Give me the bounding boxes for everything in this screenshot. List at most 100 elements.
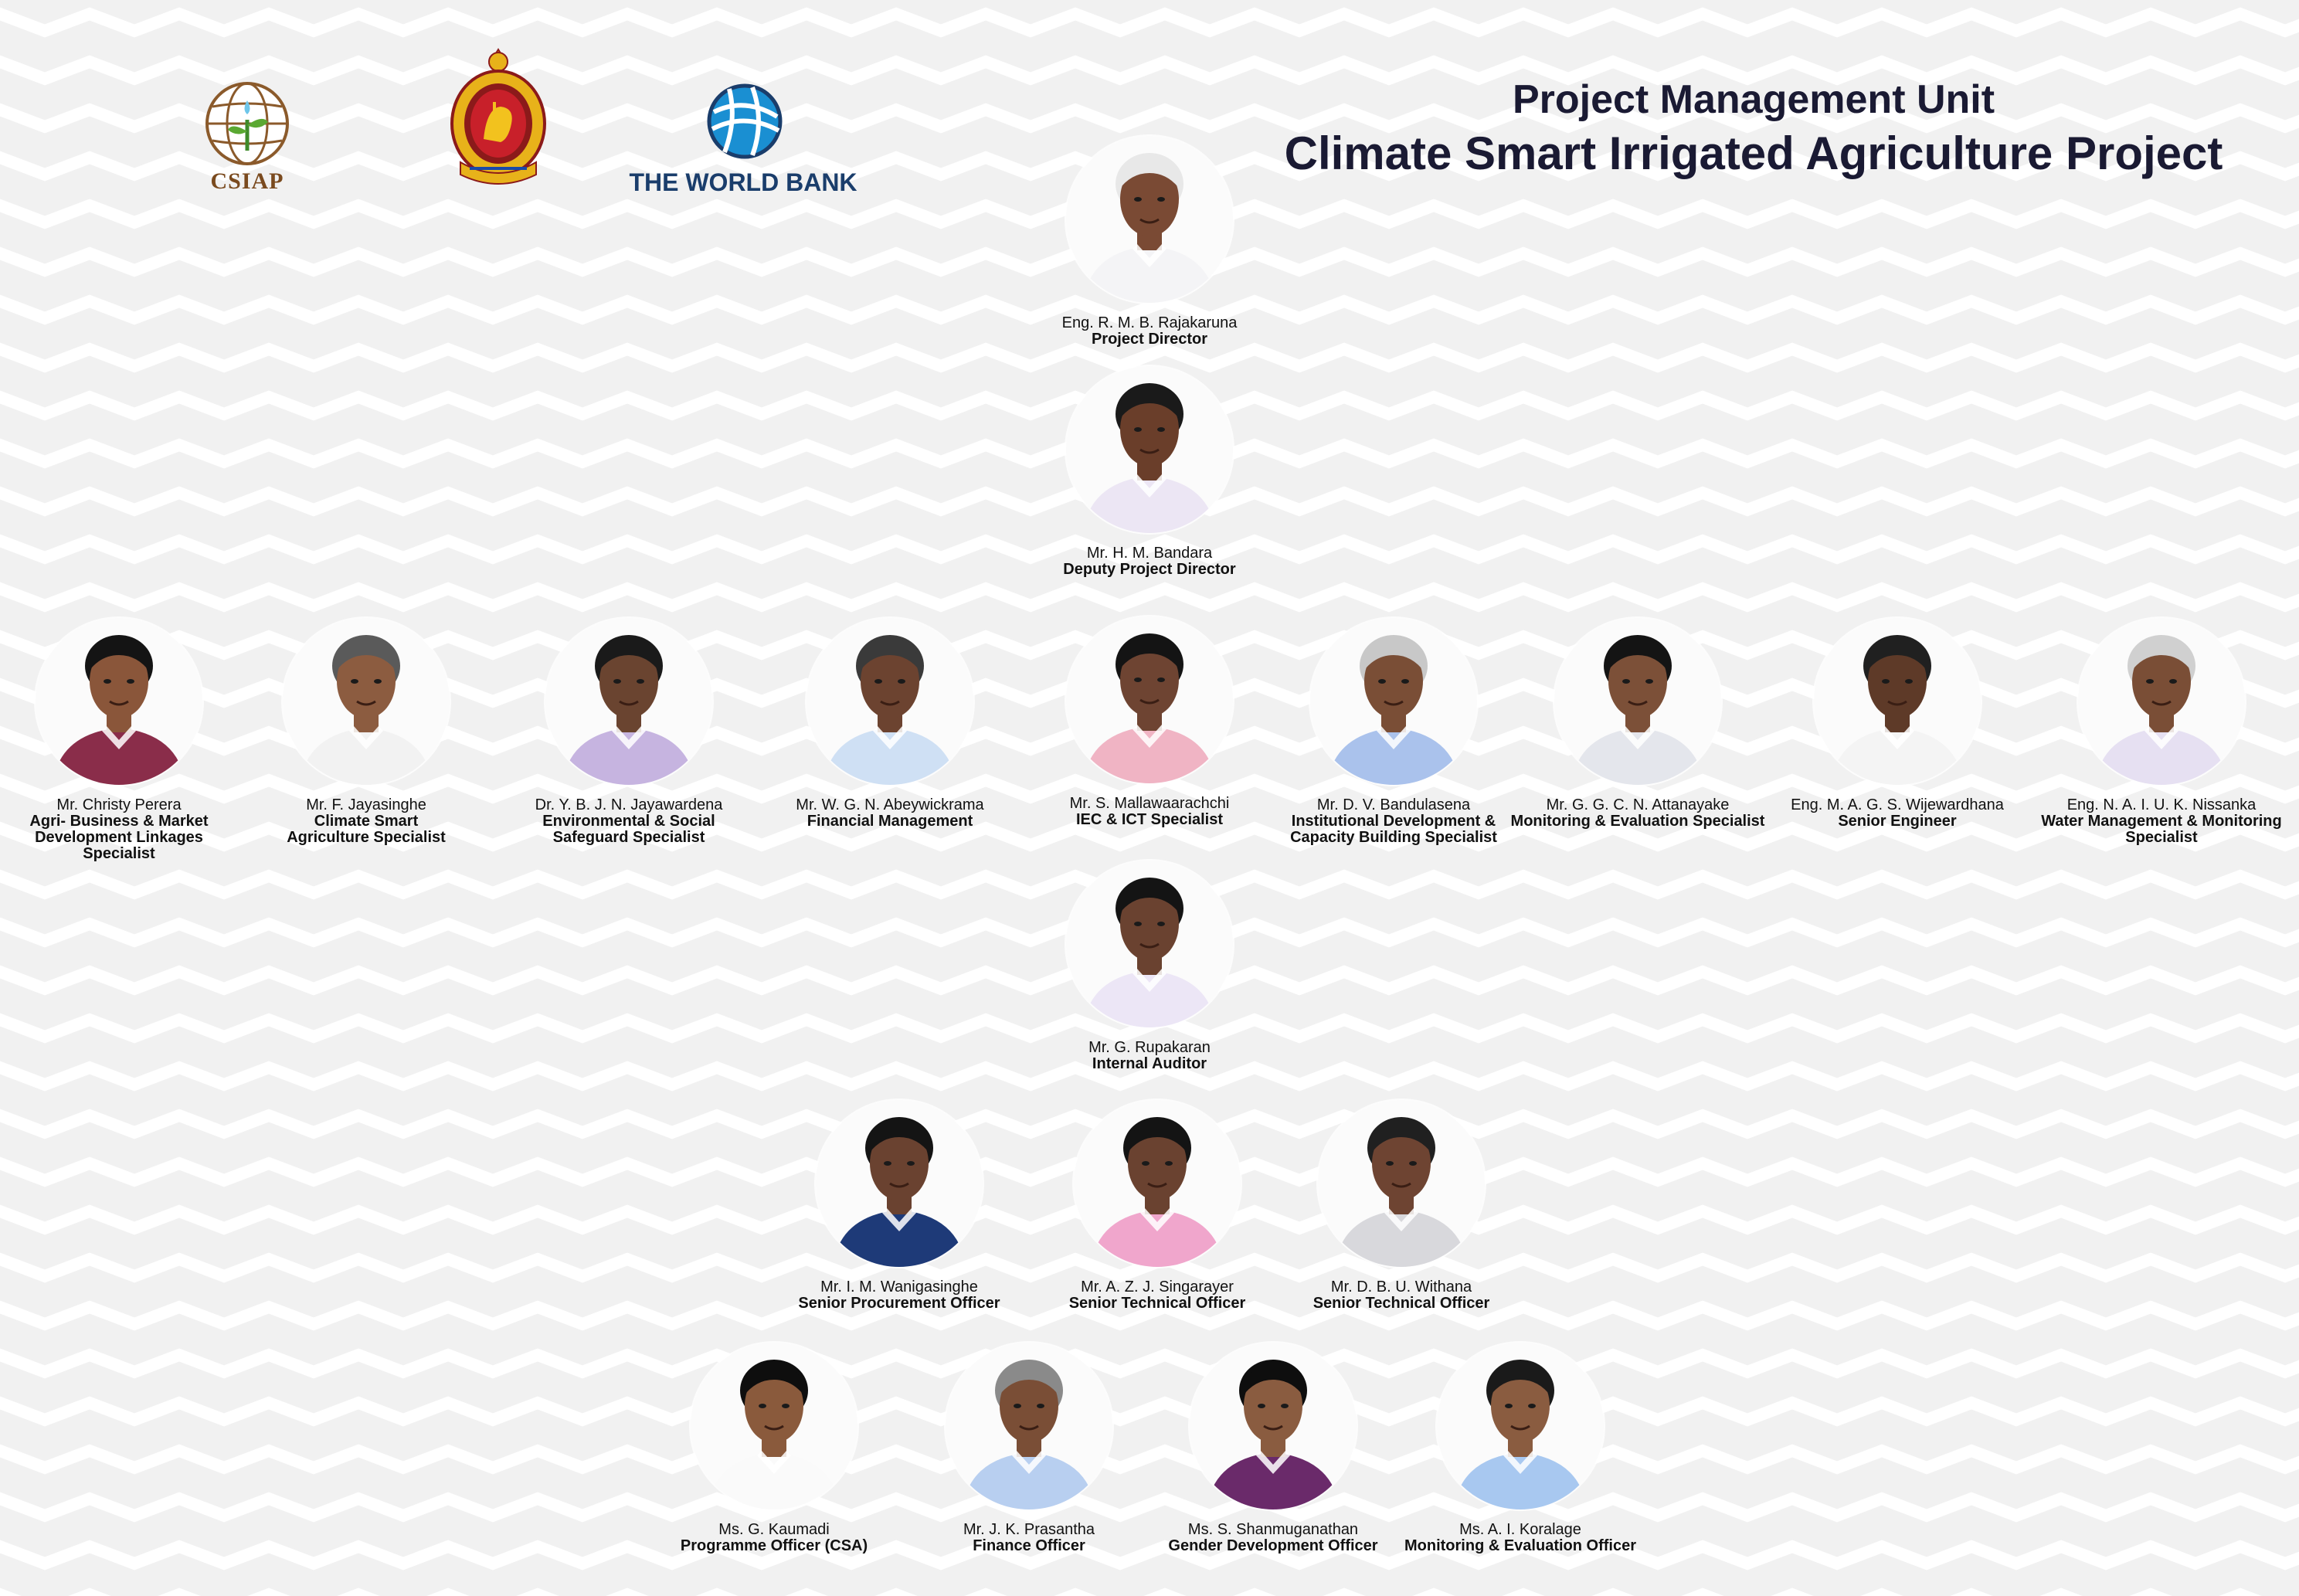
staff-role: Deputy Project Director xyxy=(1063,561,1236,578)
portrait-photo xyxy=(1554,618,1721,785)
page-title: Project Management Unit Climate Smart Ir… xyxy=(1267,74,2240,182)
staff-caption: Ms. S. Shanmuganathan Gender Development… xyxy=(1134,1522,1412,1554)
staff-role: Programme Officer (CSA) xyxy=(680,1537,868,1554)
portrait-photo xyxy=(1066,136,1233,303)
staff-role: Financial Management xyxy=(807,813,973,830)
portrait-photo xyxy=(1814,618,1981,785)
staff-name: Mr. S. Mallawaarachchi xyxy=(1069,795,1230,812)
portrait-silhouette-icon xyxy=(36,618,202,785)
staff-name: Mr. I. M. Wanigasinghe xyxy=(820,1278,978,1295)
portrait-silhouette-icon xyxy=(1074,1100,1241,1267)
staff-caption: Mr. D. V. Bandulasena Institutional Deve… xyxy=(1255,797,1533,846)
portrait-photo xyxy=(545,618,712,785)
staff-name: Mr. W. G. N. Abeywickrama xyxy=(796,796,984,813)
staff-name: Mr. G. Rupakaran xyxy=(1088,1039,1211,1056)
portrait-photo xyxy=(36,618,202,785)
staff-caption: Dr. Y. B. J. N. Jayawardena Environmenta… xyxy=(490,797,768,846)
world-bank-globe-icon xyxy=(707,83,783,159)
portrait-photo xyxy=(1066,861,1233,1027)
portrait-photo xyxy=(1318,1100,1485,1267)
portrait-silhouette-icon xyxy=(1437,1343,1604,1509)
world-bank-logo-text: THE WORLD BANK xyxy=(629,168,857,196)
staff-role: Monitoring & Evaluation Specialist xyxy=(1510,813,1765,830)
staff-role: Monitoring & Evaluation Officer xyxy=(1404,1537,1636,1554)
portrait-silhouette-icon xyxy=(1066,861,1233,1027)
portrait-silhouette-icon xyxy=(946,1343,1112,1509)
portrait-silhouette-icon xyxy=(545,618,712,785)
staff-caption: Ms. G. Kaumadi Programme Officer (CSA) xyxy=(635,1522,913,1554)
staff-name: Mr. D. B. U. Withana xyxy=(1330,1278,1472,1295)
portrait-silhouette-icon xyxy=(2078,618,2245,785)
portrait-photo xyxy=(946,1343,1112,1509)
staff-name: Mr. J. K. Prasantha xyxy=(963,1521,1095,1538)
staff-role: Gender Development Officer xyxy=(1168,1537,1378,1554)
globe-plant-icon xyxy=(205,82,289,165)
staff-name: Mr. A. Z. J. Singarayer xyxy=(1081,1278,1234,1295)
portrait-photo xyxy=(283,618,450,785)
staff-caption: Eng. R. M. B. Rajakaruna Project Directo… xyxy=(1010,315,1289,348)
portrait-silhouette-icon xyxy=(1814,618,1981,785)
portrait-photo xyxy=(807,618,973,785)
staff-name: Mr. Christy Perera xyxy=(56,796,182,813)
sri-lanka-emblem xyxy=(447,46,550,193)
portrait-photo xyxy=(1437,1343,1604,1509)
portrait-silhouette-icon xyxy=(1066,366,1233,533)
staff-caption: Mr. I. M. Wanigasinghe Senior Procuremen… xyxy=(760,1279,1038,1312)
title-line-1: Project Management Unit xyxy=(1512,77,1995,122)
portrait-photo xyxy=(2078,618,2245,785)
staff-name: Ms. G. Kaumadi xyxy=(718,1521,830,1538)
staff-caption: Eng. M. A. G. S. Wijewardhana Senior Eng… xyxy=(1758,797,2036,830)
portrait-silhouette-icon xyxy=(1318,1100,1485,1267)
csiap-logo: CSIAP xyxy=(197,77,297,201)
staff-name: Mr. H. M. Bandara xyxy=(1086,545,1213,562)
staff-role: Agri- Business & Market Development Link… xyxy=(29,813,209,862)
staff-caption: Mr. F. Jayasinghe Climate Smart Agricult… xyxy=(227,797,505,846)
staff-role: Institutional Development & Capacity Bui… xyxy=(1290,813,1497,846)
portrait-silhouette-icon xyxy=(1066,616,1233,783)
staff-caption: Mr. D. B. U. Withana Senior Technical Of… xyxy=(1262,1279,1540,1312)
portrait-photo xyxy=(1074,1100,1241,1267)
staff-caption: Mr. A. Z. J. Singarayer Senior Technical… xyxy=(1018,1279,1296,1312)
portrait-silhouette-icon xyxy=(807,618,973,785)
staff-name: Mr. D. V. Bandulasena xyxy=(1316,796,1471,813)
staff-caption: Mr. J. K. Prasantha Finance Officer xyxy=(890,1522,1168,1554)
staff-caption: Ms. A. I. Koralage Monitoring & Evaluati… xyxy=(1381,1522,1659,1554)
staff-name: Eng. N. A. I. U. K. Nissanka xyxy=(2066,796,2257,813)
staff-role: Internal Auditor xyxy=(1092,1055,1207,1072)
staff-role: Senior Engineer xyxy=(1838,813,1957,830)
staff-name: Mr. F. Jayasinghe xyxy=(306,796,426,813)
staff-role: Senior Procurement Officer xyxy=(798,1295,1000,1312)
staff-role: Senior Technical Officer xyxy=(1313,1295,1490,1312)
portrait-silhouette-icon xyxy=(1310,618,1477,785)
staff-name: Ms. S. Shanmuganathan xyxy=(1187,1521,1359,1538)
portrait-silhouette-icon xyxy=(1066,136,1233,303)
staff-role: IEC & ICT Specialist xyxy=(1075,811,1224,828)
staff-role: Climate Smart Agriculture Specialist xyxy=(287,813,446,846)
lion-emblem-icon xyxy=(450,48,546,185)
staff-caption: Mr. W. G. N. Abeywickrama Financial Mana… xyxy=(751,797,1029,830)
portrait-photo xyxy=(691,1343,857,1509)
staff-caption: Eng. N. A. I. U. K. Nissanka Water Manag… xyxy=(2022,797,2299,846)
staff-caption: Mr. H. M. Bandara Deputy Project Directo… xyxy=(1010,545,1289,578)
staff-caption: Mr. G. Rupakaran Internal Auditor xyxy=(1010,1040,1289,1072)
staff-name: Eng. M. A. G. S. Wijewardhana xyxy=(1791,796,2004,813)
portrait-photo xyxy=(1310,618,1477,785)
staff-name: Eng. R. M. B. Rajakaruna xyxy=(1061,314,1238,331)
world-bank-logo: THE WORLD BANK xyxy=(627,81,859,201)
staff-role: Environmental & Social Safeguard Special… xyxy=(542,813,715,846)
staff-caption: Mr. G. G. C. N. Attanayake Monitoring & … xyxy=(1499,797,1777,830)
portrait-silhouette-icon xyxy=(283,618,450,785)
portrait-photo xyxy=(816,1100,983,1267)
portrait-photo xyxy=(1066,366,1233,533)
staff-caption: Mr. S. Mallawaarachchi IEC & ICT Special… xyxy=(1010,796,1289,828)
portrait-silhouette-icon xyxy=(691,1343,857,1509)
portrait-silhouette-icon xyxy=(1190,1343,1357,1509)
portrait-silhouette-icon xyxy=(1554,618,1721,785)
staff-name: Mr. G. G. C. N. Attanayake xyxy=(1546,796,1730,813)
portrait-photo xyxy=(1066,616,1233,783)
staff-role: Finance Officer xyxy=(973,1537,1085,1554)
csiap-logo-text: CSIAP xyxy=(210,168,284,194)
staff-role: Water Management & Monitoring Specialist xyxy=(2041,813,2282,846)
staff-caption: Mr. Christy Perera Agri- Business & Mark… xyxy=(0,797,258,862)
staff-role: Senior Technical Officer xyxy=(1068,1295,1246,1312)
